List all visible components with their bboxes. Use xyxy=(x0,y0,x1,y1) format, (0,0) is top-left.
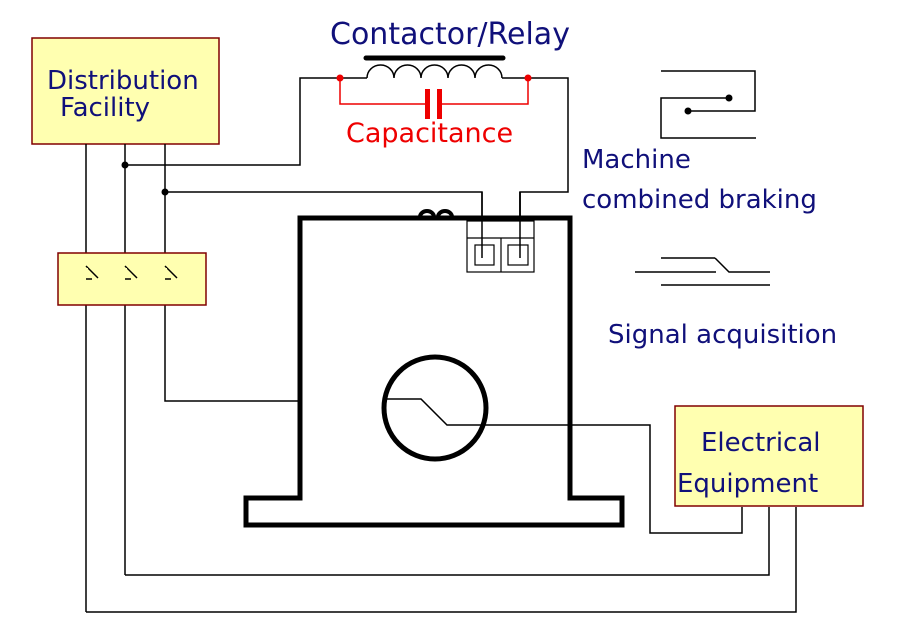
sensor-switch-wire xyxy=(384,398,743,534)
machine-braking-label-line1: Machine xyxy=(582,145,691,175)
sensor-core-icon xyxy=(381,354,489,462)
capacitor-plate-right xyxy=(437,89,442,119)
capacitor-plate-left xyxy=(425,89,430,119)
distribution-facility-label-line1: Distribution xyxy=(47,66,199,96)
electrical-equipment-label-line1: Electrical xyxy=(701,428,821,458)
capacitance-label: Capacitance xyxy=(346,118,513,149)
capacitor-branch-wire-right xyxy=(441,78,529,105)
junction-dot-1 xyxy=(121,161,129,169)
sensor-housing xyxy=(243,215,625,528)
signal-acquisition-label: Signal acquisition xyxy=(608,320,837,350)
capacitor-branch-wire xyxy=(339,78,427,105)
junction-dot-red-right xyxy=(524,74,532,82)
signal-acquisition-icon xyxy=(635,257,770,286)
electrical-equipment-label-line2: Equipment xyxy=(677,469,818,499)
return-wire-phase-2 xyxy=(125,507,770,576)
distribution-facility-box xyxy=(31,37,220,145)
breaker-box xyxy=(57,252,207,306)
electrical-equipment-box xyxy=(674,405,864,507)
braking-contact-icon xyxy=(660,70,756,139)
terminal-left-wire xyxy=(165,191,483,258)
machine-braking-label-line2: combined braking xyxy=(582,185,817,215)
coil-left-wire xyxy=(125,77,367,166)
phase-line-3 xyxy=(164,144,300,402)
relay-coil-icon xyxy=(366,64,503,79)
contactor-relay-title: Contactor/Relay xyxy=(330,17,570,52)
housing-top-loops-icon xyxy=(418,209,454,218)
return-wire-phase-1 xyxy=(86,507,797,613)
junction-dot-red-left xyxy=(336,74,344,82)
distribution-facility-label-line2: Facility xyxy=(60,93,150,123)
terminal-block xyxy=(466,192,535,273)
